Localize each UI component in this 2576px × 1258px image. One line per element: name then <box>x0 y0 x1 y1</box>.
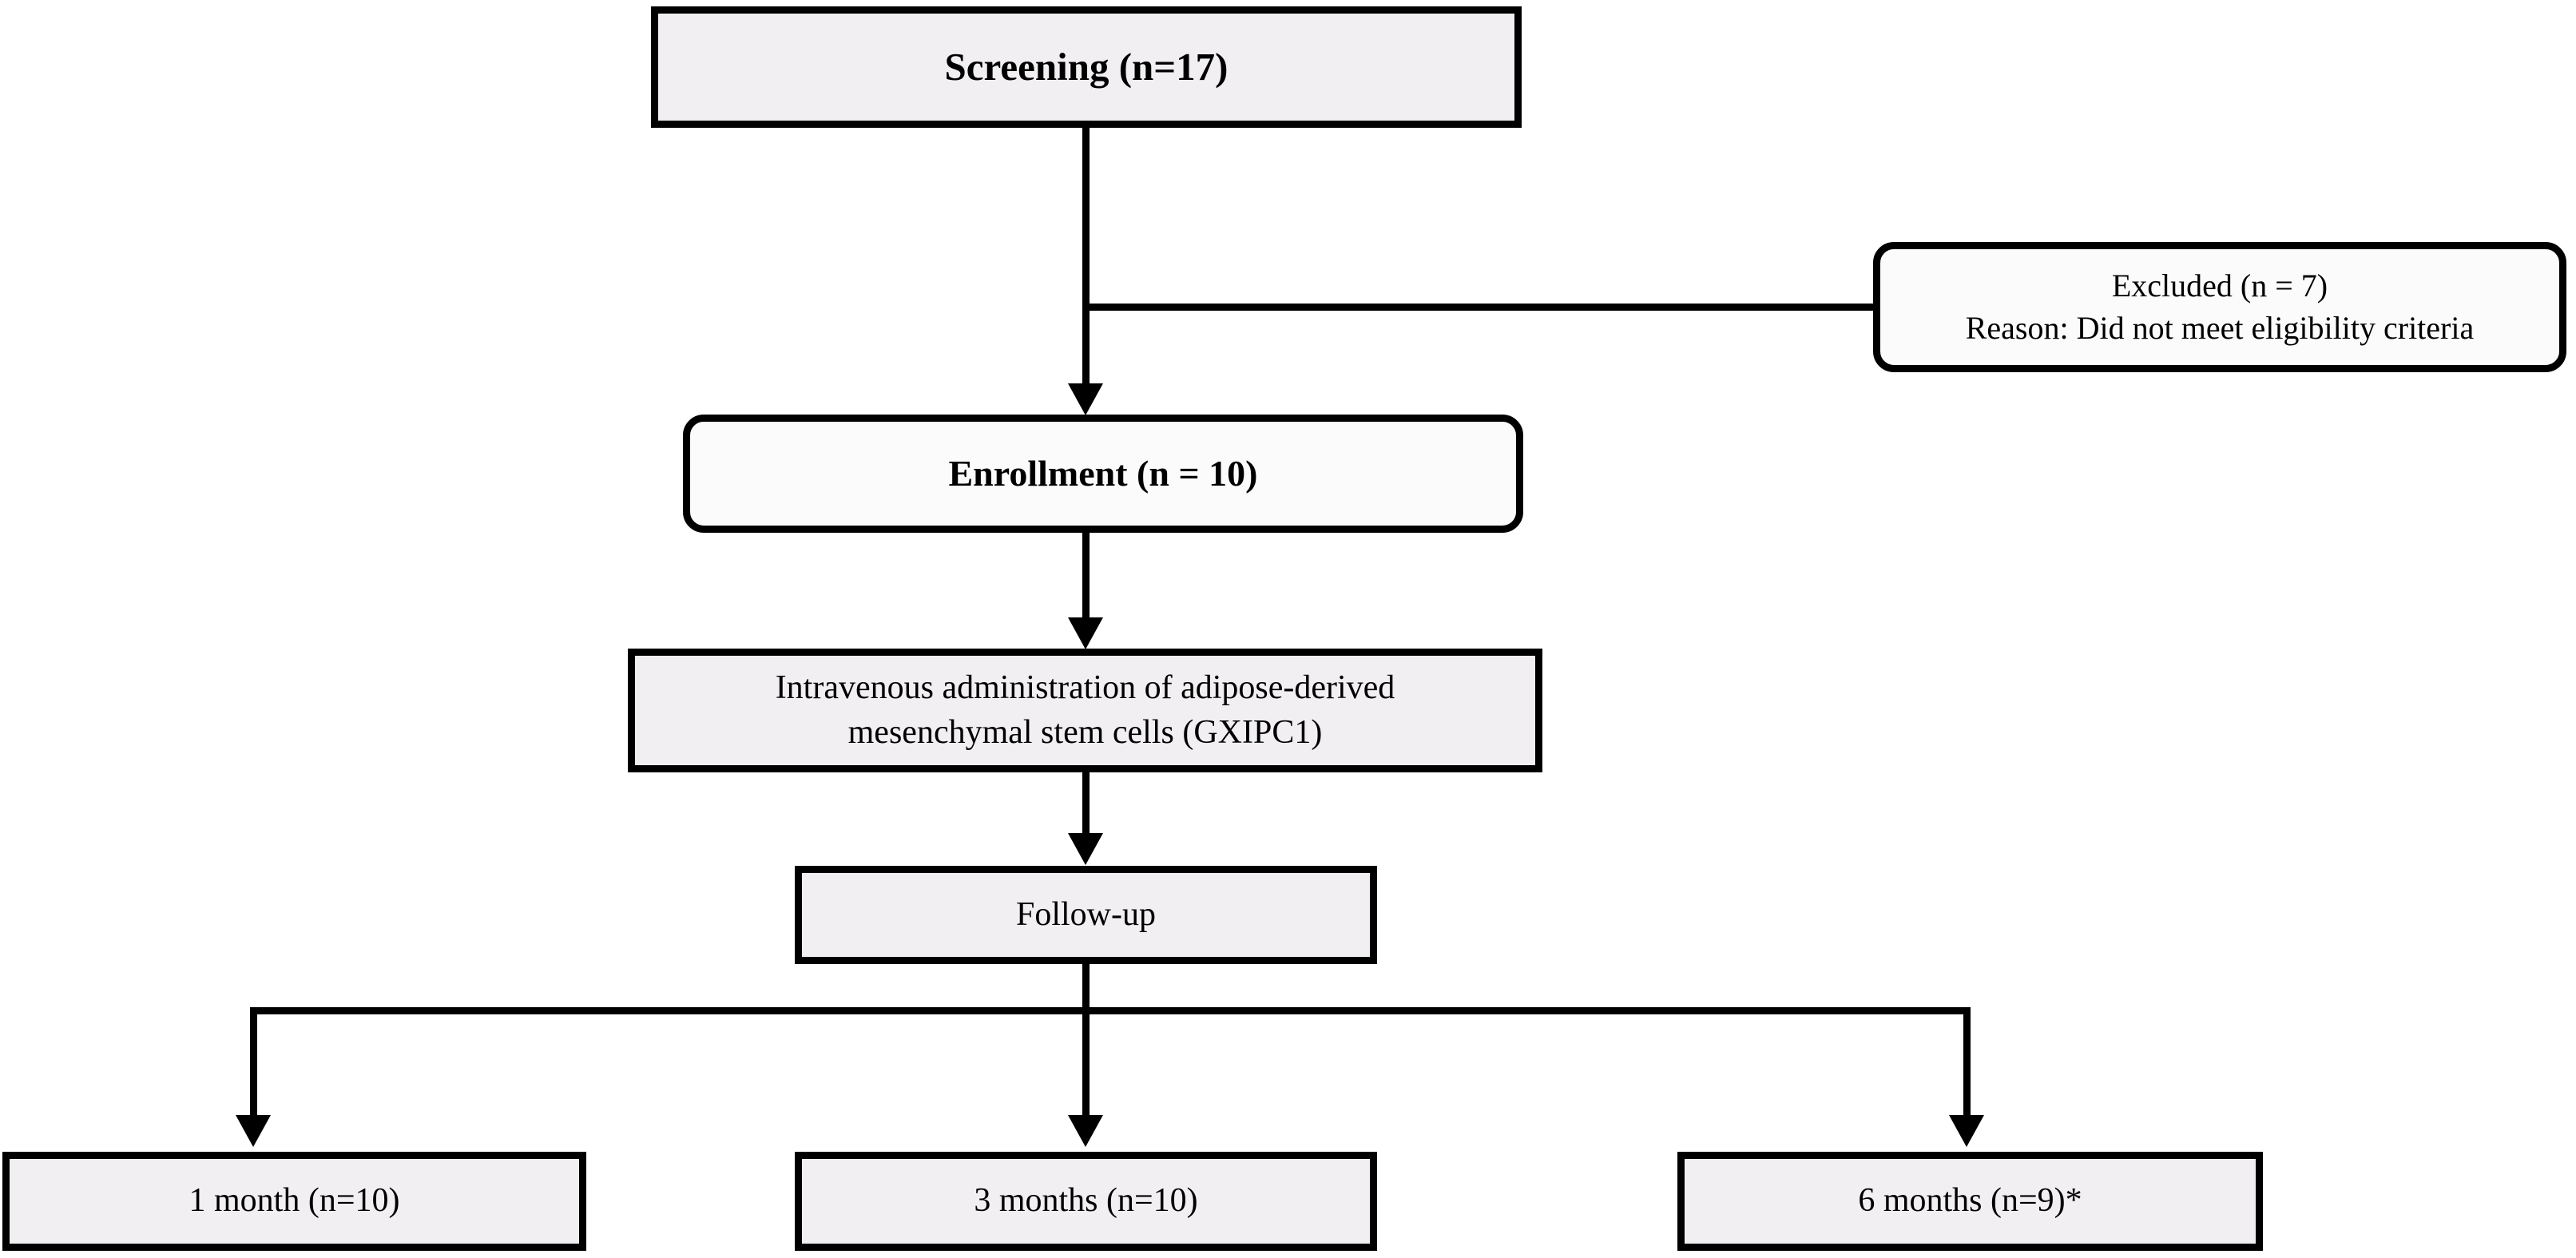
arrowhead-followup-icon <box>1068 833 1103 865</box>
node-screening-label: Screening (n=17) <box>944 44 1228 89</box>
node-excluded-label-line2: Reason: Did not meet eligibility criteri… <box>1965 309 2475 346</box>
node-intervention: Intravenous administration of adipose-de… <box>628 649 1542 772</box>
arrowhead-enrollment-icon <box>1068 383 1103 415</box>
node-month6: 6 months (n=9)* <box>1677 1152 2263 1251</box>
node-intervention-label-line2: mesenchymal stem cells (GXIPC1) <box>847 713 1323 751</box>
node-month6-label: 6 months (n=9)* <box>1858 1182 2082 1220</box>
node-month3: 3 months (n=10) <box>795 1152 1377 1251</box>
connector-screening-to-excluded <box>1082 304 1876 311</box>
connector-branch-month6 <box>1963 1007 1971 1119</box>
node-month3-label: 3 months (n=10) <box>974 1182 1198 1220</box>
arrowhead-month6-icon <box>1949 1115 1984 1147</box>
node-month1: 1 month (n=10) <box>2 1152 586 1251</box>
arrowhead-intervention-icon <box>1068 617 1103 649</box>
node-screening: Screening (n=17) <box>651 6 1522 128</box>
node-excluded: Excluded (n = 7) Reason: Did not meet el… <box>1873 242 2566 372</box>
node-followup-label: Follow-up <box>1015 895 1156 933</box>
connector-followup-branch-bar <box>250 1007 1971 1014</box>
connector-followup-stem <box>1082 964 1090 1014</box>
arrowhead-month3-icon <box>1068 1115 1103 1147</box>
connector-enrollment-to-intervention <box>1082 533 1090 622</box>
node-enrollment: Enrollment (n = 10) <box>683 415 1523 533</box>
node-month1-label: 1 month (n=10) <box>189 1182 400 1220</box>
connector-screening-to-enrollment <box>1082 126 1090 390</box>
connector-branch-month3 <box>1082 1007 1090 1119</box>
arrowhead-month1-icon <box>236 1115 271 1147</box>
node-excluded-text: Excluded (n = 7) Reason: Did not meet el… <box>1880 265 2559 350</box>
node-intervention-label-line1: Intravenous administration of adipose-de… <box>775 669 1395 707</box>
node-followup: Follow-up <box>795 866 1377 964</box>
node-intervention-text: Intravenous administration of adipose-de… <box>635 666 1535 755</box>
connector-branch-month1 <box>250 1007 257 1119</box>
connector-intervention-to-followup <box>1082 772 1090 836</box>
node-enrollment-label: Enrollment (n = 10) <box>948 452 1258 494</box>
node-excluded-label-line1: Excluded (n = 7) <box>2111 267 2328 304</box>
